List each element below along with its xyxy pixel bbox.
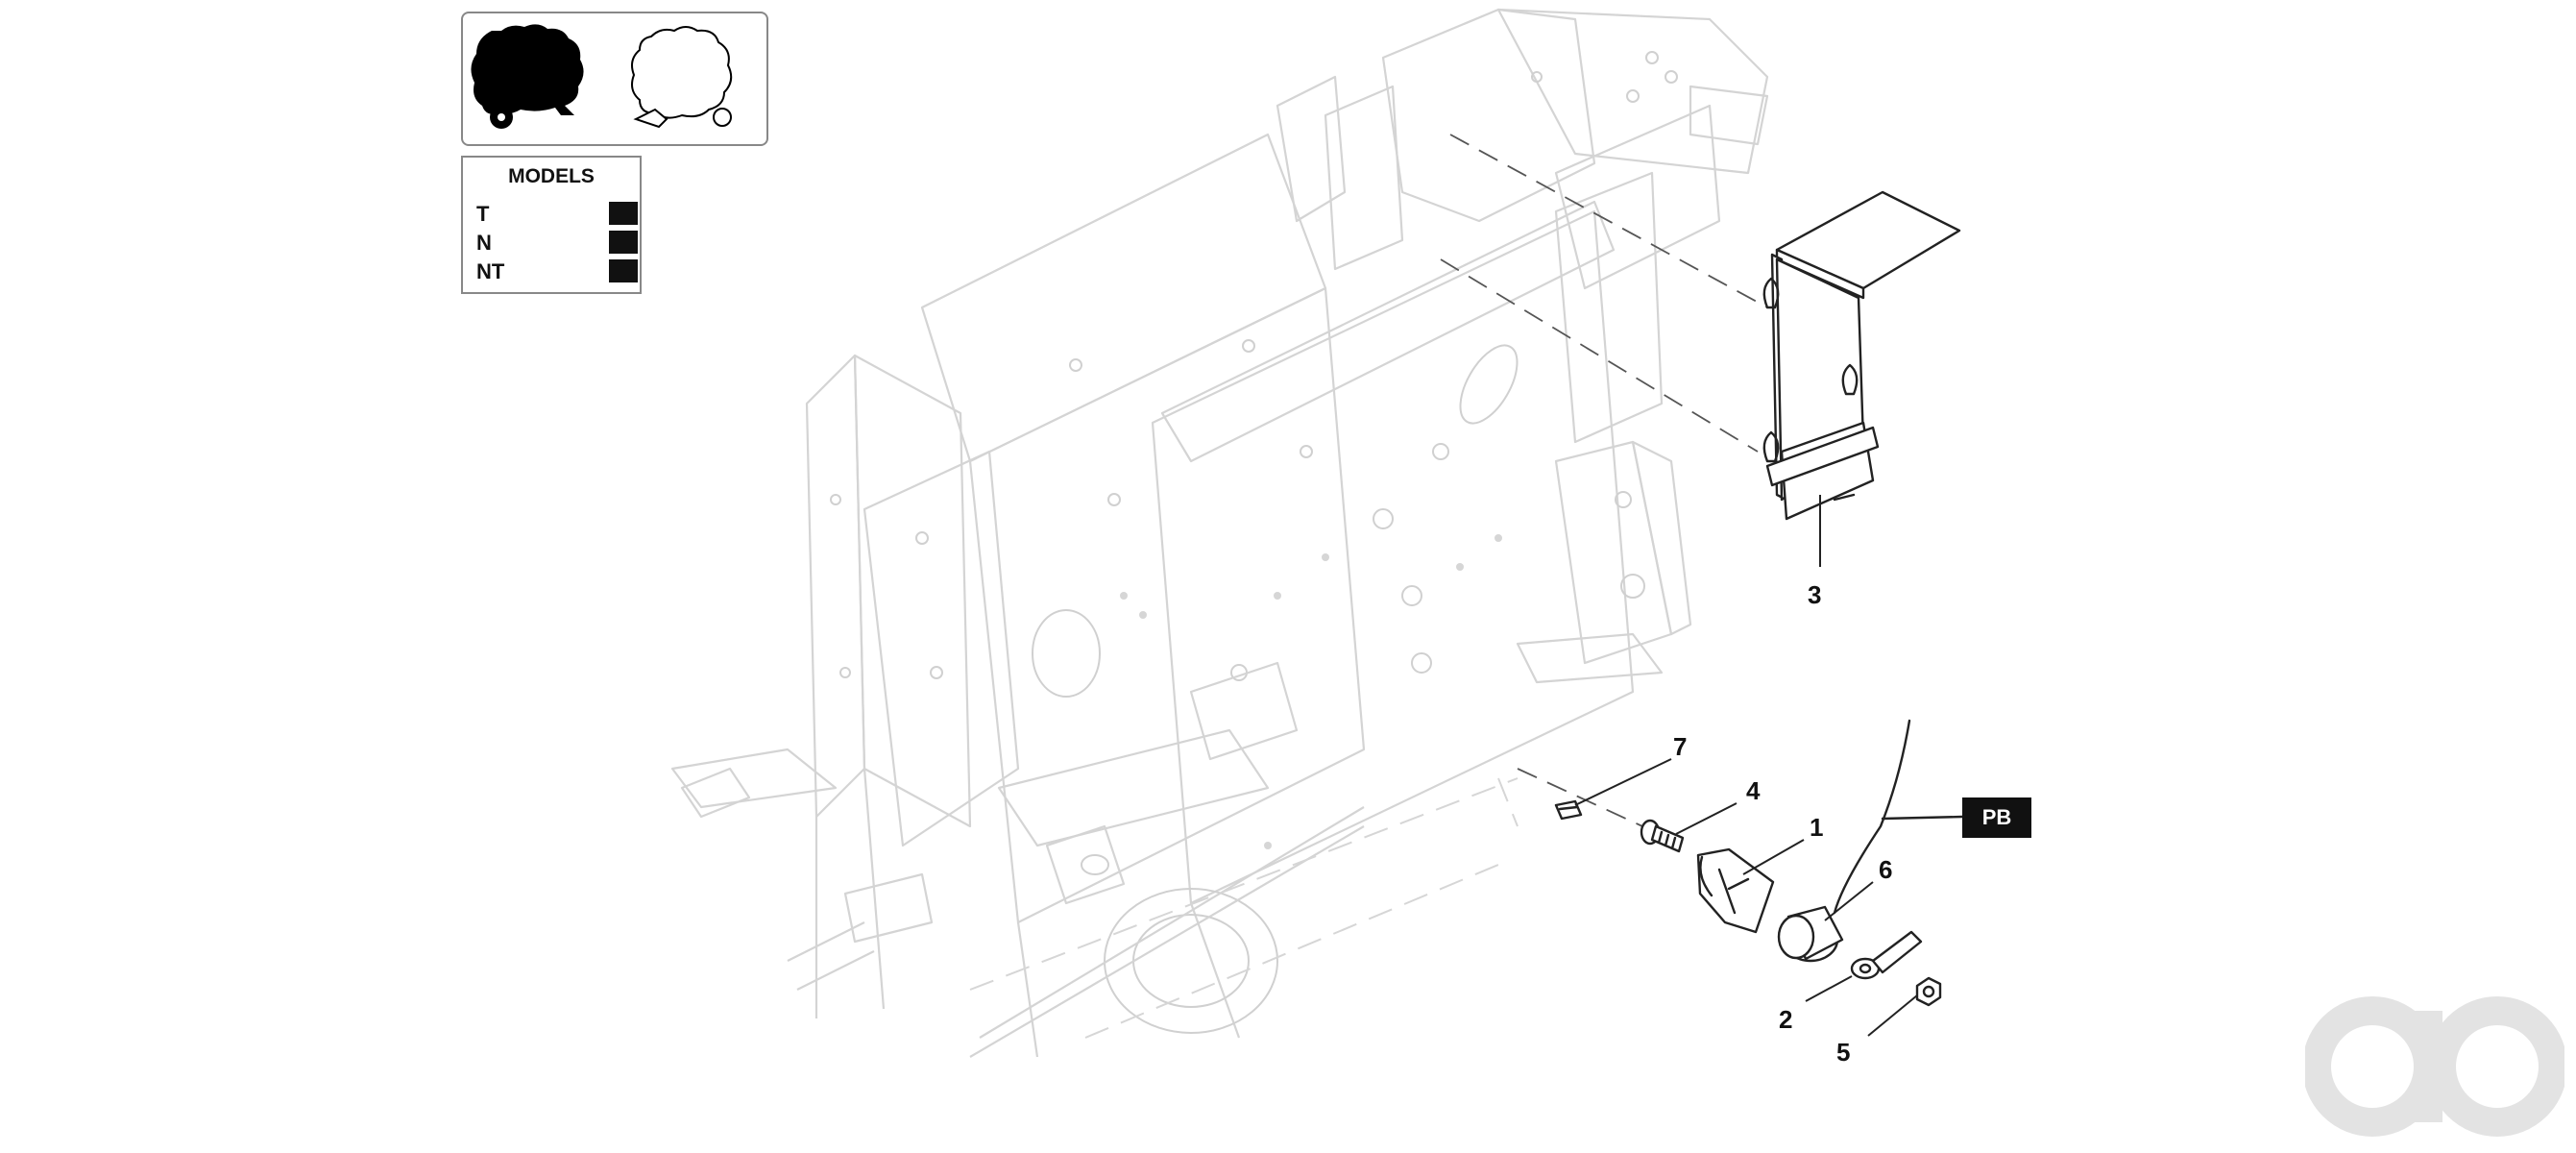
assembly-line-lower bbox=[1517, 768, 1643, 827]
model-label: T bbox=[476, 202, 490, 226]
part-5-nut bbox=[1915, 976, 1942, 1007]
pb-reference-tag: PB bbox=[1962, 797, 2031, 838]
part-6-sensor bbox=[1777, 719, 1964, 963]
baler-view-icons bbox=[471, 24, 733, 129]
leader-1 bbox=[1742, 839, 1805, 875]
model-label: NT bbox=[476, 259, 505, 283]
frame-left-post bbox=[670, 354, 1020, 1018]
model-label: N bbox=[476, 231, 492, 255]
model-row-nt: NT bbox=[476, 258, 638, 284]
leader-6 bbox=[1824, 881, 1874, 921]
callout-2: 2 bbox=[1779, 1005, 1792, 1034]
frame-top-arm bbox=[1276, 8, 1769, 444]
part-7-screw bbox=[1554, 799, 1583, 821]
part-1-sensor-bracket bbox=[1696, 847, 1775, 934]
frame-dashed-outline bbox=[921, 134, 1519, 1039]
baler-view-thumbnail bbox=[461, 12, 768, 146]
frame-lower-structure bbox=[787, 661, 1365, 1058]
frame-center-panel bbox=[920, 133, 1635, 1058]
leader-4 bbox=[1675, 802, 1738, 835]
model-selected-mark bbox=[609, 259, 638, 282]
leader-7 bbox=[1574, 758, 1672, 806]
part-4-bolt bbox=[1640, 819, 1685, 853]
model-row-n: N bbox=[476, 229, 638, 256]
model-selected-mark bbox=[609, 202, 638, 225]
model-row-t: T bbox=[476, 200, 638, 227]
model-selected-mark bbox=[609, 231, 638, 254]
part-2-washer bbox=[1850, 930, 1923, 980]
models-legend: MODELS T N NT bbox=[461, 156, 642, 294]
assembly-line-middle bbox=[1440, 258, 1759, 453]
callout-4: 4 bbox=[1746, 776, 1761, 805]
leader-2 bbox=[1805, 975, 1853, 1002]
callout-7: 7 bbox=[1673, 732, 1687, 761]
assembly-line-upper bbox=[1449, 134, 1768, 308]
models-title: MODELS bbox=[508, 165, 595, 187]
frame-mount-points bbox=[1120, 534, 1502, 849]
callout-6: 6 bbox=[1879, 855, 1892, 884]
baler-silhouette-filled-icon bbox=[471, 24, 584, 129]
callout-5: 5 bbox=[1836, 1038, 1850, 1067]
frame-right-post bbox=[1516, 440, 1692, 684]
callout-1: 1 bbox=[1810, 813, 1823, 842]
part-3-bracket bbox=[1762, 190, 1961, 521]
leader-5 bbox=[1867, 994, 1918, 1037]
ao-logo-watermark-icon bbox=[2305, 996, 2564, 1137]
baler-silhouette-outline-icon bbox=[631, 26, 733, 129]
callout-3: 3 bbox=[1808, 580, 1821, 609]
